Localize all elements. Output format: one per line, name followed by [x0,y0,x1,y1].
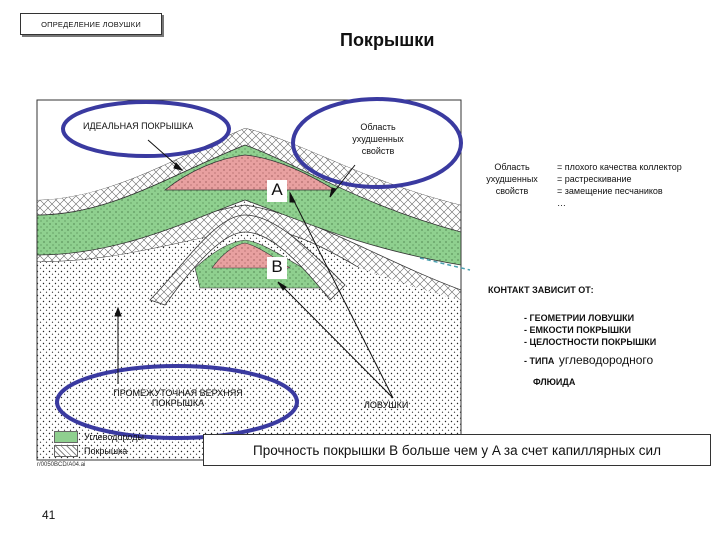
trap-arrow-a [289,192,394,399]
trap-a-hydrocarbons [163,154,337,191]
ideal-seal-ellipse [61,100,231,158]
cause-3: = замещение песчаников [557,186,663,196]
fluid-label: ФЛЮИДА [533,377,576,387]
factor-1: - ГЕОМЕТРИИ ЛОВУШКИ [524,313,635,323]
intermediate-seal-ellipse [55,364,299,440]
seal-swatch [54,445,78,457]
conclusion-box: Прочность покрышки B больше чем у A за с… [203,434,711,466]
hydrocarbons-swatch [54,431,78,443]
degraded-area-line-3: свойств [361,146,395,156]
contact-pointer-line [419,257,471,271]
degraded-area-line-1: Область [360,122,396,132]
figure-code: r/0050BCD/A04.ai [37,462,86,468]
legend-seal-label: Покрышка [84,446,128,456]
cause-2: = растрескивание [557,174,632,184]
slide-title: Покрышки [340,30,435,50]
contact-heading: КОНТАКТ ЗАВИСИТ ОТ: [488,285,594,295]
intermediate-seal-line-2: ПОКРЫШКА [151,398,205,408]
intermediate-seal-line-1: ПРОМЕЖУТОЧНАЯ ВЕРХНЯЯ [113,388,243,398]
degraded-area-inside-label: Область ухудшенных свойств [346,121,410,157]
side-degraded-area: Область ухудшенных свойств [477,161,547,197]
factor-3: - ЦЕЛОСТНОСТИ ПОКРЫШКИ [524,337,657,347]
factor-4-prefix: - ТИПА [524,356,555,366]
legend-hydrocarbons-label: Углеводороды [84,432,144,442]
degraded-area-line-2: ухудшенных [352,134,404,144]
legend-hydrocarbons: Углеводороды [54,431,144,443]
side-degraded-line-3: свойств [495,186,529,196]
factor-2: - ЕМКОСТИ ПОКРЫШКИ [524,325,632,335]
cause-1: = плохого качества коллектор [557,162,682,172]
side-degraded-line-1: Область [494,162,530,172]
degraded-area-ellipse [291,97,463,189]
cause-4: … [557,198,566,208]
trap-arrow-b [277,281,394,399]
trap-a-label: A [267,180,287,202]
traps-label: ЛОВУШКИ [364,400,409,410]
factor-4-word: углеводородного [558,353,654,367]
side-degraded-line-2: ухудшенных [486,174,538,184]
page-number: 41 [42,508,56,522]
intermediate-seal-label: ПРОМЕЖУТОЧНАЯ ВЕРХНЯЯ ПОКРЫШКА [78,388,278,408]
trap-b-label: B [267,257,287,279]
factors-list: - ГЕОМЕТРИИ ЛОВУШКИ - ЕМКОСТИ ПОКРЫШКИ -… [524,312,656,369]
legend-seal: Покрышка [54,445,127,457]
ideal-seal-label: ИДЕАЛЬНАЯ ПОКРЫШКА [83,121,194,131]
lower-arch-seal [149,214,346,306]
factor-4: - ТИПА углеводородного [524,351,656,369]
causes-list: = плохого качества коллектор = растрески… [557,161,682,209]
section-tag: ОПРЕДЕЛЕНИЕ ЛОВУШКИ [20,13,162,35]
